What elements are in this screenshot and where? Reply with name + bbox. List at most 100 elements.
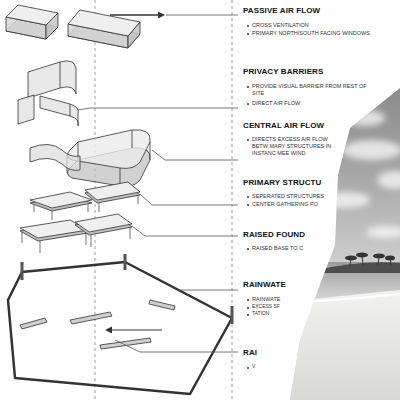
- raised-foundation: [86, 233, 87, 245]
- central-walls: [132, 130, 133, 148]
- beach-photo: [345, 253, 395, 261]
- primary-structure: [30, 192, 92, 208]
- layer-note: DIRECT AIR FLOW: [252, 100, 372, 107]
- beach-photo: [373, 254, 385, 259]
- bullet-dot: [247, 33, 249, 35]
- leader-line: [166, 15, 238, 16]
- raised-foundation: [91, 235, 92, 247]
- site-boundary: [8, 262, 232, 394]
- site-boundary: [21, 262, 24, 280]
- bullet-dot: [247, 248, 249, 250]
- beach-photo: [385, 256, 395, 261]
- beach-photo: [342, 140, 400, 160]
- guide-line: [232, 0, 233, 400]
- airflow-arrow: [158, 12, 165, 19]
- layer-heading: RAISED FOUND: [243, 230, 305, 240]
- privacy-walls: [60, 62, 61, 88]
- roof-layer: [68, 10, 140, 36]
- beach-photo: [345, 256, 357, 261]
- rainwater-channel: [100, 338, 151, 349]
- leader-line: [78, 108, 238, 110]
- bullet-dot: [247, 86, 249, 88]
- beach-photo: [366, 226, 400, 238]
- central-walls: [30, 144, 80, 170]
- layer-note: RAINWATE: [252, 296, 308, 303]
- roof-layer: [6, 5, 140, 48]
- airflow-arrow: [110, 14, 158, 16]
- beach-photo: [280, 0, 400, 400]
- beach-photo: [350, 255, 391, 266]
- site-boundary: [8, 254, 234, 394]
- beach-photo: [280, 290, 400, 400]
- bullet-dot: [247, 196, 249, 198]
- site-boundary: [231, 306, 234, 324]
- bullet-dot: [247, 367, 249, 369]
- rainwater-channel: [20, 318, 47, 329]
- leader-line: [115, 340, 238, 352]
- primary-structure: [88, 203, 89, 212]
- raised-foundation: [40, 241, 41, 253]
- beach-photo: [285, 294, 400, 304]
- layer-note: CROSS VENTILATION: [252, 22, 392, 29]
- primary-structure: [85, 182, 140, 200]
- bullet-dot: [247, 103, 249, 105]
- layer-note: V: [252, 364, 292, 370]
- primary-structure: [52, 211, 53, 220]
- site-boundary: [124, 254, 127, 270]
- layer-note: PROVIDE VISUAL BARRIER FROM REST OF SITE: [252, 83, 374, 97]
- layer-heading: RAINWATE: [243, 280, 286, 290]
- central-walls: [150, 142, 151, 160]
- layer-note: PRIMARY NORTH/SOUTH FACING WINDOWS: [252, 30, 392, 37]
- flow-arrow: [112, 330, 162, 331]
- raised-foundation: [20, 214, 132, 253]
- privacy-walls: [18, 61, 78, 126]
- beach-photo: [320, 192, 370, 208]
- leader-line: [132, 226, 238, 236]
- layer-heading: PASSIVE AIR FLOW: [243, 6, 320, 16]
- privacy-walls: [28, 61, 76, 98]
- leader-line: [178, 290, 238, 291]
- beach-photo: [377, 171, 400, 189]
- beach-photo: [345, 110, 385, 126]
- leader-line: [140, 194, 238, 205]
- flow-arrow: [105, 327, 162, 334]
- bullet-dot: [247, 307, 249, 309]
- rainwater-channel: [149, 300, 175, 310]
- bullet-dot: [247, 204, 249, 206]
- leader-line: [78, 15, 238, 352]
- bullet-dot: [247, 299, 249, 301]
- privacy-walls: [18, 95, 34, 124]
- primary-structure: [138, 195, 139, 204]
- beach-photo: [318, 262, 400, 273]
- rainwater-channel: [20, 300, 175, 349]
- layer-heading: RAI: [243, 348, 257, 358]
- airflow-arrow: [110, 12, 165, 19]
- roof-layer: [6, 5, 58, 25]
- beach-photo: [356, 253, 368, 258]
- primary-structure: [99, 203, 100, 212]
- layer-note: RAISED BASE TO C: [252, 245, 328, 252]
- beach-photo: [320, 110, 400, 238]
- primary-structure: [30, 182, 140, 220]
- layer-note: EXCESS SF: [252, 304, 308, 310]
- leader-line: [152, 150, 238, 160]
- raised-foundation: [22, 231, 23, 243]
- flow-arrow: [105, 327, 112, 334]
- raised-foundation: [75, 214, 132, 232]
- layer-heading: PRIMARY STRUCTU: [243, 178, 321, 188]
- layer-note: CENTER GATHERING PO: [252, 201, 330, 208]
- rainwater-channel: [70, 312, 112, 324]
- raised-foundation: [130, 227, 131, 239]
- layer-heading: PRIVACY BARRIERS: [243, 67, 323, 77]
- layer-note: DIRECTS EXCESS AIR FLOW BETW MARY STRUCT…: [252, 136, 338, 157]
- privacy-walls: [40, 96, 78, 126]
- bullet-dot: [247, 25, 249, 27]
- bullet-dot: [247, 314, 249, 316]
- bullet-dot: [247, 139, 249, 141]
- layer-note: SEPERATED STRUCTURES: [252, 193, 330, 200]
- central-walls: [30, 130, 150, 187]
- privacy-walls: [70, 104, 71, 116]
- layer-heading: CENTRAL AIR FLOW: [243, 121, 324, 131]
